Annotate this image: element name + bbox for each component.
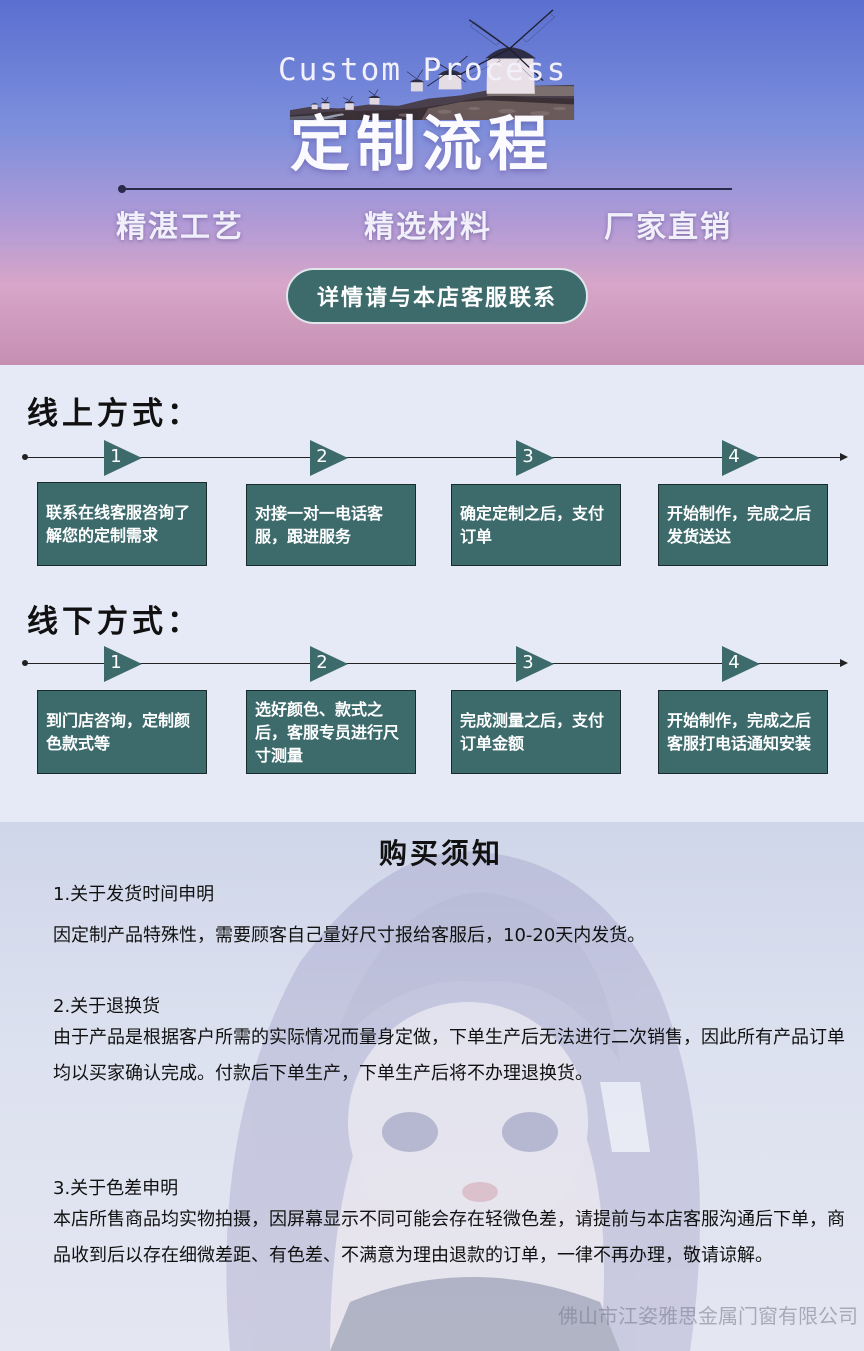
offline-step-card-1: 到门店咨询，定制颜色款式等 bbox=[37, 690, 207, 774]
hero-title-english: Custom Process bbox=[278, 52, 568, 88]
notice-text-color: 本店所售商品均实物拍摄，因屏幕显示不同可能会存在轻微色差，请提前与本店客服沟通后… bbox=[53, 1209, 845, 1266]
step-marker-1 bbox=[104, 440, 142, 476]
step-number: 2 bbox=[316, 446, 328, 467]
flow-start-dot bbox=[22, 454, 28, 460]
offline-step-card-3: 完成测量之后，支付订单金额 bbox=[451, 690, 621, 774]
flow-end-arrow-icon bbox=[840, 453, 848, 461]
windmill-landscape-illustration bbox=[289, 9, 575, 120]
flow-end-arrow-icon bbox=[840, 659, 848, 667]
hero-divider bbox=[118, 185, 732, 193]
online-step-card-4: 开始制作，完成之后发货送达 bbox=[658, 484, 828, 566]
hero-feature-material: 精选材料 bbox=[364, 210, 492, 245]
hero-banner: Custom Process 定制流程 精湛工艺 精选材料 厂家直销 详情请与本… bbox=[0, 0, 864, 365]
step-marker-2 bbox=[310, 440, 348, 476]
step-marker-4 bbox=[722, 646, 760, 682]
step-marker-3 bbox=[516, 440, 554, 476]
hero-feature-factory-direct: 厂家直销 bbox=[604, 210, 732, 245]
online-step-card-1: 联系在线客服咨询了解您的定制需求 bbox=[37, 482, 207, 566]
flow-line bbox=[24, 663, 844, 664]
online-method-title: 线上方式： bbox=[27, 396, 202, 432]
contact-service-button[interactable]: 详情请与本店客服联系 bbox=[286, 268, 588, 324]
offline-step-card-2: 选好颜色、款式之后，客服专员进行尺寸测量 bbox=[246, 690, 416, 774]
flow-start-dot bbox=[22, 660, 28, 666]
online-step-card-3: 确定定制之后，支付订单 bbox=[451, 484, 621, 566]
offline-step-card-4: 开始制作，完成之后客服打电话通知安装 bbox=[658, 690, 828, 774]
notice-title: 购买须知 bbox=[379, 837, 504, 870]
online-flow-line: 1 2 3 4 bbox=[22, 438, 848, 478]
purchase-notice-section: 购买须知 1.关于发货时间申明 因定制产品特殊性，需要顾客自己量好尺寸报给客服后… bbox=[0, 822, 864, 1351]
company-watermark: 佛山市江姿雅思金属门窗有限公司 bbox=[558, 1304, 858, 1328]
step-number: 3 bbox=[522, 652, 534, 673]
step-number: 4 bbox=[728, 446, 740, 467]
step-number: 1 bbox=[110, 446, 122, 467]
offline-method-title: 线下方式： bbox=[27, 604, 202, 640]
step-number: 1 bbox=[110, 652, 122, 673]
notice-heading-shipping: 1.关于发货时间申明 bbox=[53, 884, 215, 905]
step-number: 4 bbox=[728, 652, 740, 673]
flow-line bbox=[24, 457, 844, 458]
step-number: 2 bbox=[316, 652, 328, 673]
step-marker-3 bbox=[516, 646, 554, 682]
hero-feature-craft: 精湛工艺 bbox=[116, 210, 244, 245]
step-marker-2 bbox=[310, 646, 348, 682]
notice-heading-color: 3.关于色差申明 bbox=[53, 1178, 179, 1199]
step-number: 3 bbox=[522, 446, 534, 467]
notice-text-returns: 由于产品是根据客户所需的实际情况而量身定做，下单生产后无法进行二次销售，因此所有… bbox=[53, 1027, 845, 1084]
online-step-card-2: 对接一对一电话客服，跟进服务 bbox=[246, 484, 416, 566]
notice-heading-returns: 2.关于退换货 bbox=[53, 996, 161, 1017]
notice-text-shipping: 因定制产品特殊性，需要顾客自己量好尺寸报给客服后，10-20天内发货。 bbox=[53, 925, 646, 946]
step-marker-1 bbox=[104, 646, 142, 682]
anime-girl-background-illustration bbox=[226, 851, 700, 1351]
step-marker-4 bbox=[722, 440, 760, 476]
offline-flow-line: 1 2 3 4 bbox=[22, 644, 848, 684]
hero-title-chinese: 定制流程 bbox=[290, 110, 554, 180]
